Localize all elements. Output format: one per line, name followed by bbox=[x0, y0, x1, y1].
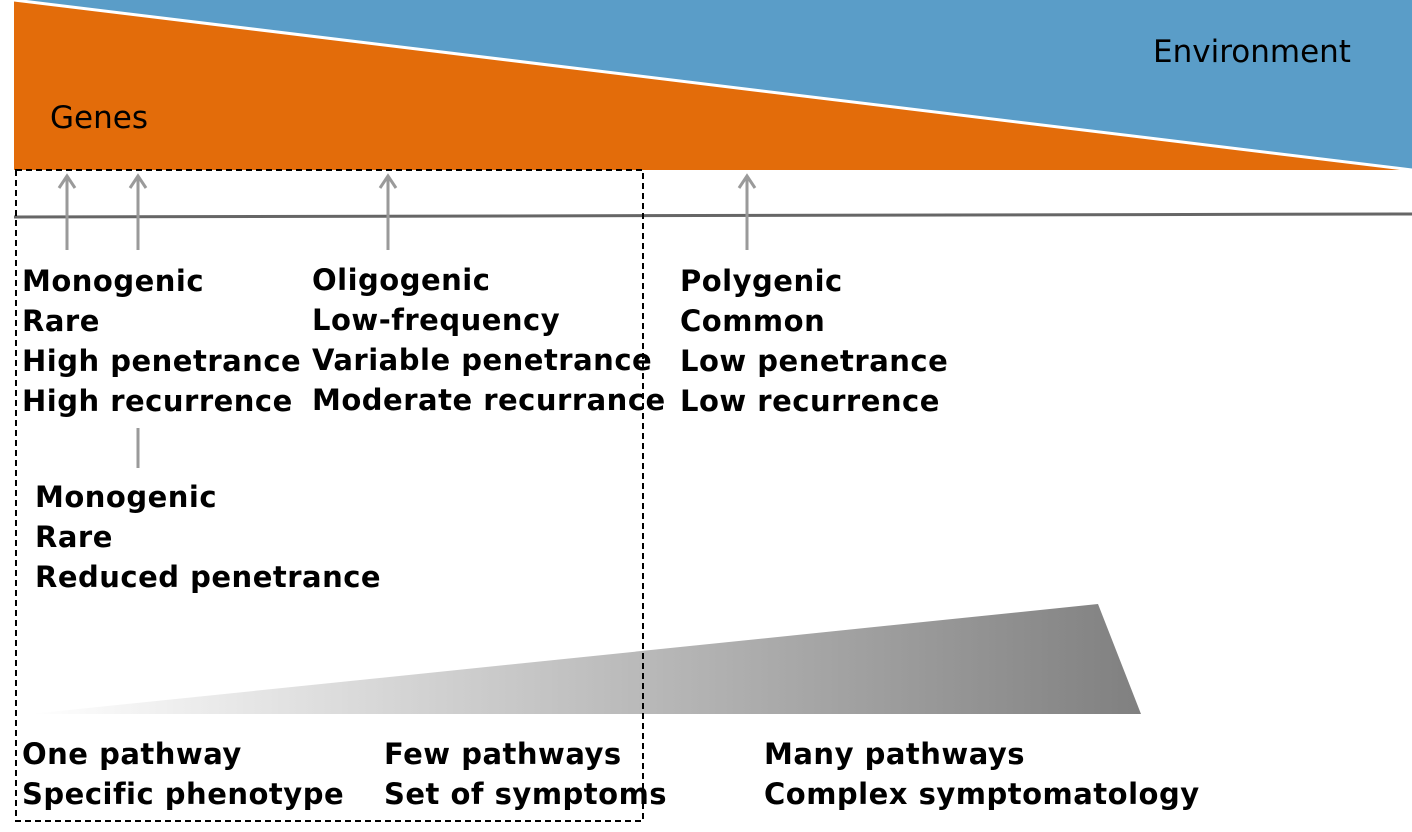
many-pathways-line: Complex symptomatology bbox=[764, 777, 1200, 811]
monogenic-high-line: Rare bbox=[22, 304, 100, 338]
polygenic-line: Low penetrance bbox=[680, 344, 949, 378]
monogenic-high-block: Monogenic Rare High penetrance High recu… bbox=[22, 261, 301, 421]
few-pathways-block: Few pathways Set of symptoms bbox=[384, 734, 667, 814]
many-pathways-line: Many pathways bbox=[764, 737, 1026, 771]
monogenic-reduced-block: Monogenic Rare Reduced penetrance bbox=[35, 477, 381, 597]
frequency-axis-line bbox=[13, 212, 1412, 219]
pathway-complexity-wedge bbox=[30, 604, 1141, 714]
monogenic-reduced-line: Rare bbox=[35, 520, 113, 554]
many-pathways-block: Many pathways Complex symptomatology bbox=[764, 734, 1200, 814]
genes-label: Genes bbox=[50, 100, 148, 136]
polygenic-line: Polygenic bbox=[680, 264, 843, 298]
one-pathway-line: One pathway bbox=[22, 737, 242, 771]
arrow-oligogenic bbox=[378, 173, 398, 250]
polygenic-block: Polygenic Common Low penetrance Low recu… bbox=[680, 261, 948, 421]
oligogenic-line: Low-frequency bbox=[312, 303, 561, 337]
monogenic-reduced-line: Reduced penetrance bbox=[35, 560, 382, 594]
monogenic-reduced-line: Monogenic bbox=[35, 480, 218, 514]
oligogenic-line: Oligogenic bbox=[312, 263, 491, 297]
few-pathways-line: Few pathways bbox=[384, 737, 622, 771]
polygenic-line: Low recurrence bbox=[680, 384, 940, 418]
genes-environment-divider bbox=[13, 0, 1412, 172]
monogenic-high-line: High recurrence bbox=[22, 384, 293, 418]
polygenic-line: Common bbox=[680, 304, 826, 338]
monogenic-high-line: Monogenic bbox=[22, 264, 205, 298]
oligogenic-line: Moderate recurrance bbox=[312, 383, 666, 417]
few-pathways-line: Set of symptoms bbox=[384, 777, 668, 811]
monogenic-high-line: High penetrance bbox=[22, 344, 302, 378]
rare-variant-dashed-box bbox=[15, 169, 644, 822]
one-pathway-line: Specific phenotype bbox=[22, 777, 345, 811]
environment-label: Environment bbox=[1153, 34, 1351, 70]
arrow-monogenic-1 bbox=[57, 173, 77, 250]
one-pathway-block: One pathway Specific phenotype bbox=[22, 734, 344, 814]
oligogenic-block: Oligogenic Low-frequency Variable penetr… bbox=[312, 260, 666, 420]
arrow-polygenic bbox=[737, 173, 757, 250]
oligogenic-line: Variable penetrance bbox=[312, 343, 653, 377]
arrow-monogenic-2 bbox=[128, 173, 148, 250]
